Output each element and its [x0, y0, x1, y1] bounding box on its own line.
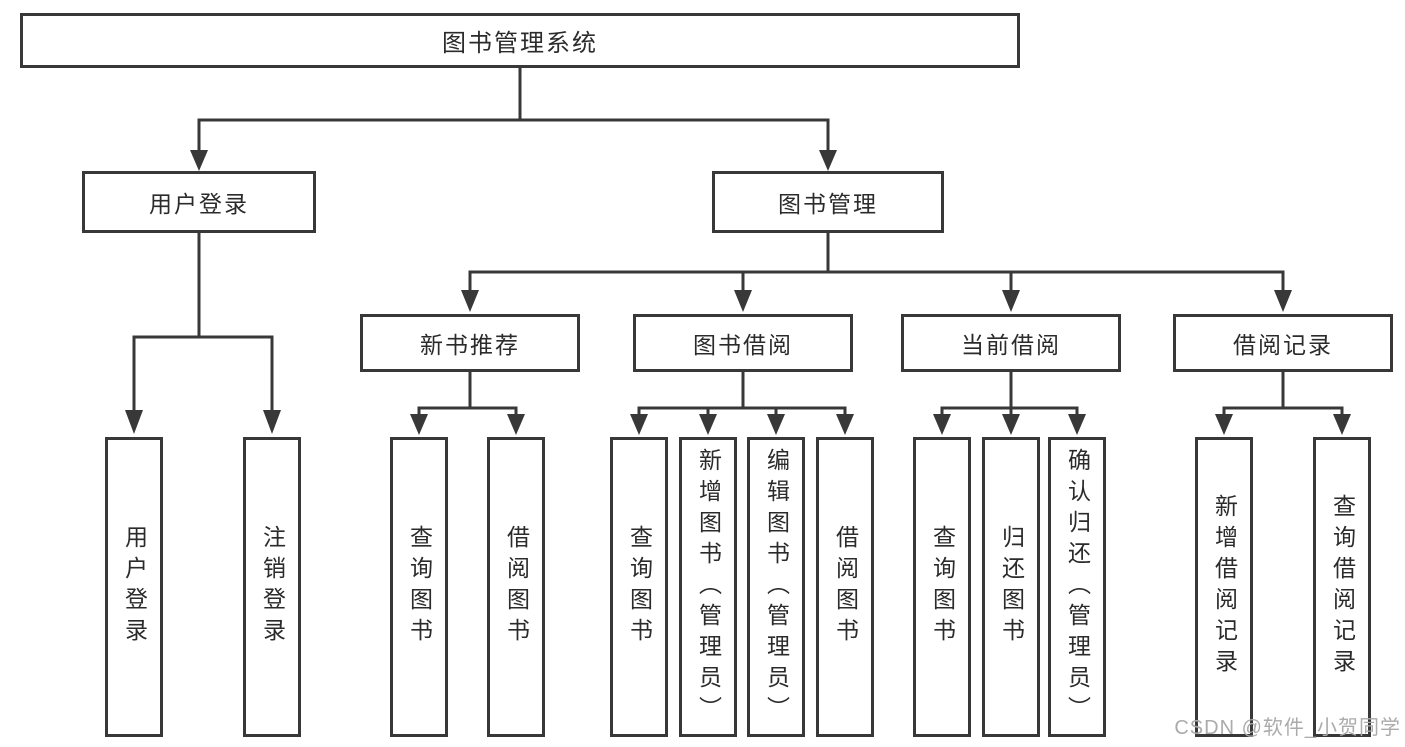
leaf-edit-book-admin-label: 编辑图书（管理员） — [763, 447, 790, 727]
leaf-borrow-books-recommend: 借阅图书 — [487, 437, 545, 737]
leaf-query-books-current-label: 查询图书 — [929, 525, 956, 649]
leaf-user-login: 用户登录 — [105, 437, 163, 737]
leaf-borrow-books: 借阅图书 — [816, 437, 874, 737]
leaf-logout: 注销登录 — [243, 437, 301, 737]
connector-borrow-records-to-leaves — [1215, 369, 1351, 435]
node-user-login: 用户登录 — [82, 171, 316, 233]
leaf-query-books-recommend-label: 查询图书 — [406, 525, 433, 649]
connector-current-borrow-to-leaves — [933, 369, 1086, 435]
leaf-query-books-recommend: 查询图书 — [390, 437, 448, 737]
leaf-return-book: 归还图书 — [982, 437, 1040, 737]
leaf-query-books-borrow: 查询图书 — [610, 437, 668, 737]
node-book-borrow: 图书借阅 — [633, 314, 853, 372]
leaf-query-borrow-record: 查询借阅记录 — [1313, 437, 1371, 737]
connector-root-to-level2 — [190, 65, 837, 171]
leaf-add-borrow-record-label: 新增借阅记录 — [1211, 494, 1238, 680]
connector-user-login-to-leaves — [125, 230, 281, 434]
node-borrow-records: 借阅记录 — [1173, 314, 1393, 372]
leaf-confirm-return-admin: 确认归还（管理员） — [1048, 437, 1106, 737]
leaf-return-book-label: 归还图书 — [998, 525, 1025, 649]
node-root-library-system: 图书管理系统 — [20, 13, 1020, 68]
leaf-borrow-books-recommend-label: 借阅图书 — [503, 525, 530, 649]
node-current-borrow: 当前借阅 — [901, 314, 1121, 372]
leaf-confirm-return-admin-label: 确认归还（管理员） — [1064, 447, 1091, 727]
leaf-add-book-admin-label: 新增图书（管理员） — [695, 447, 722, 727]
leaf-add-book-admin: 新增图书（管理员） — [679, 437, 737, 737]
leaf-query-books-current: 查询图书 — [913, 437, 971, 737]
leaf-edit-book-admin: 编辑图书（管理员） — [747, 437, 805, 737]
leaf-query-books-borrow-label: 查询图书 — [626, 525, 653, 649]
connector-book-borrow-to-leaves — [630, 369, 854, 435]
connector-new-book-to-leaves — [410, 369, 525, 435]
csdn-watermark: CSDN @软件_小贺同学 — [1174, 717, 1401, 739]
connector-book-management-to-level3 — [461, 230, 1292, 312]
leaf-user-login-label: 用户登录 — [121, 525, 148, 649]
node-book-management: 图书管理 — [712, 171, 944, 233]
leaf-query-borrow-record-label: 查询借阅记录 — [1329, 494, 1356, 680]
leaf-logout-label: 注销登录 — [259, 525, 286, 649]
leaf-borrow-books-label: 借阅图书 — [832, 525, 859, 649]
leaf-add-borrow-record: 新增借阅记录 — [1195, 437, 1253, 737]
node-new-book-recommend: 新书推荐 — [360, 314, 580, 372]
